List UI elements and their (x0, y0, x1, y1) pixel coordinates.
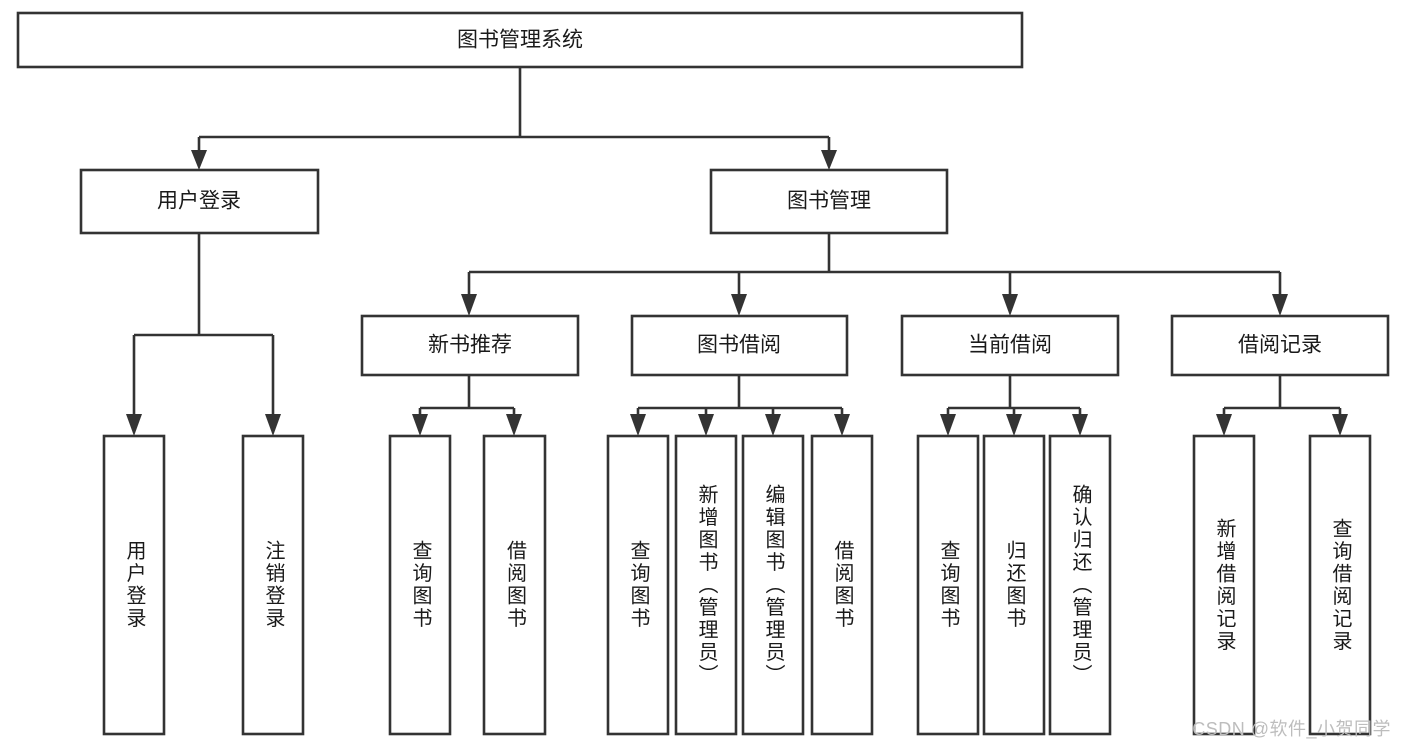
leaf-box-query-book-borrow[interactable] (606, 434, 670, 736)
csdn-watermark: CSDN @软件_小贺同学 (1192, 719, 1391, 739)
node-book-management-box[interactable] (709, 168, 949, 235)
arrow-head-borrow (731, 294, 747, 316)
node-current-borrow[interactable]: 当前借阅 (900, 314, 1120, 377)
node-borrow-record-box[interactable] (1170, 314, 1390, 377)
arrow-head-leaf-logout (265, 414, 281, 436)
node-book-borrow-label: 图书借阅 (697, 334, 781, 357)
node-borrow-record-label: 借阅记录 (1238, 334, 1322, 357)
node-root[interactable]: 图书管理系统 (16, 11, 1024, 69)
node-borrow-record[interactable]: 借阅记录 (1170, 314, 1390, 377)
arrow-head-leaf-user-login (126, 414, 142, 436)
leaf-box-layer (102, 434, 1372, 736)
arrow-head-borrow-l2 (698, 414, 714, 436)
arrow-head-current-l2 (1006, 414, 1022, 436)
leaf-box-borrow-book[interactable] (810, 434, 874, 736)
leaf-box-confirm-return-admin[interactable] (1048, 434, 1112, 736)
arrow-head-borrow-l1 (630, 414, 646, 436)
arrow-head-record (1272, 294, 1288, 316)
node-book-management-label: 图书管理 (787, 190, 871, 213)
node-new-book-recommend[interactable]: 新书推荐 (360, 314, 580, 377)
leaf-box-user-login[interactable] (102, 434, 166, 736)
node-root-box[interactable] (16, 11, 1024, 69)
arrow-head-newbook (461, 294, 477, 316)
arrow-head-record-l2 (1332, 414, 1348, 436)
node-current-borrow-label: 当前借阅 (968, 334, 1052, 357)
arrow-head-borrow-l4 (834, 414, 850, 436)
arrow-head-book-mgmt (821, 150, 837, 170)
leaf-box-query-borrow-record[interactable] (1308, 434, 1372, 736)
leaf-box-add-book-admin[interactable] (674, 434, 738, 736)
arrow-head-newbook-l1 (412, 414, 428, 436)
node-user-login[interactable]: 用户登录 (79, 168, 320, 235)
node-book-borrow-box[interactable] (630, 314, 849, 377)
node-book-management[interactable]: 图书管理 (709, 168, 949, 235)
node-root-label: 图书管理系统 (457, 29, 583, 52)
node-user-login-label: 用户登录 (157, 190, 241, 213)
arrow-head-record-l1 (1216, 414, 1232, 436)
arrow-head-borrow-l3 (765, 414, 781, 436)
leaf-box-query-book-newbook[interactable] (388, 434, 452, 736)
leaf-box-borrow-book-newbook[interactable] (482, 434, 547, 736)
node-new-book-recommend-label: 新书推荐 (428, 334, 512, 357)
node-current-borrow-box[interactable] (900, 314, 1120, 377)
node-user-login-box[interactable] (79, 168, 320, 235)
leaf-box-return-book[interactable] (982, 434, 1046, 736)
arrow-head-current-l3 (1072, 414, 1088, 436)
arrow-head-newbook-l2 (506, 414, 522, 436)
leaf-box-edit-book-admin[interactable] (741, 434, 805, 736)
arrow-head-current-l1 (940, 414, 956, 436)
leaf-box-logout[interactable] (241, 434, 305, 736)
leaf-box-query-book-current[interactable] (916, 434, 980, 736)
leaf-box-add-borrow-record[interactable] (1192, 434, 1256, 736)
node-new-book-recommend-box[interactable] (360, 314, 580, 377)
arrow-head-user-login (191, 150, 207, 170)
connector-layer (126, 67, 1348, 436)
node-book-borrow[interactable]: 图书借阅 (630, 314, 849, 377)
arrow-head-current (1002, 294, 1018, 316)
